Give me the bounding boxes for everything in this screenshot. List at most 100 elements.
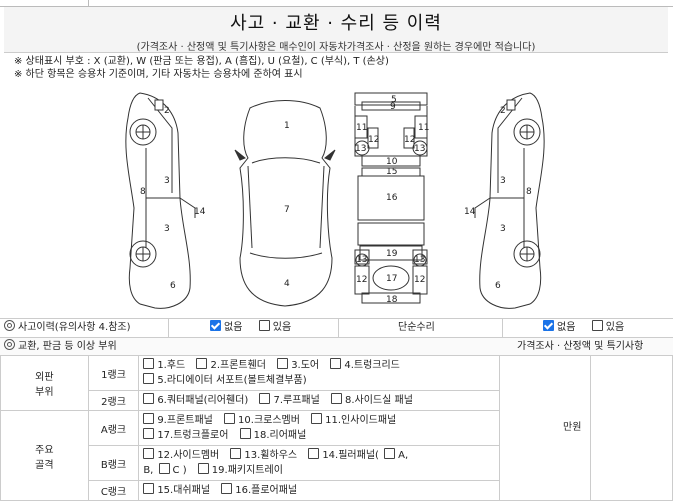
diagram-label-14-right: 14 [464, 207, 476, 217]
front-panel-checkbox[interactable] [143, 413, 155, 424]
diagram-label-8-right: 8 [526, 187, 532, 197]
diagram-label-11-right: 11 [418, 123, 429, 133]
wheel-house-checkbox[interactable] [230, 448, 242, 459]
accident-label-wrap: 사고이력(유의사항 4.참조) [4, 319, 131, 337]
group-outer: 외판 부위 [0, 355, 89, 411]
rank-a-items: 9.프론트패널 10.크로스멤버 11.인사이드패널 17.트렁크플로어 18.… [138, 410, 500, 446]
note-vehicle-basis: ※ 하단 항목은 승용차 기준이며, 기타 자동차는 승용차에 준하여 표시 [14, 69, 303, 80]
page-title: 사고 · 교환 · 수리 등 이력 [230, 13, 442, 34]
accident-none-checkbox[interactable] [210, 320, 221, 331]
pillar-c-checkbox[interactable] [158, 463, 170, 474]
pillar-a-checkbox[interactable] [384, 448, 396, 459]
front-panel-label: 9.프론트패널 [157, 415, 213, 426]
side-sill-checkbox[interactable] [330, 393, 342, 404]
legend-notes: ※ 상태표시 부호 : X (교환), W (판금 또는 용접), A (흠집)… [14, 55, 389, 81]
simple-repair-none-label: 없음 [557, 322, 576, 333]
inside-panel-label: 11.인사이드패널 [325, 415, 397, 426]
rank-a: A랭크 [87, 410, 140, 446]
diagram-label-15: 15 [386, 167, 397, 177]
diagram-label-5: 5 [391, 95, 397, 105]
rank-c-items: 15.대쉬패널 16.플로어패널 [138, 480, 500, 501]
dash-panel-label: 15.대쉬패널 [157, 485, 211, 496]
rear-panel-checkbox[interactable] [239, 428, 251, 439]
diagram-label-14: 14 [194, 207, 206, 217]
diagram-label-3: 3 [164, 176, 170, 186]
pillar-panel-label: 14.필러패널( [322, 450, 379, 461]
package-tray-checkbox[interactable] [197, 463, 209, 474]
diagram-label-6: 6 [170, 281, 176, 291]
gear-icon [4, 320, 15, 331]
diagram-label-13-lower-left: 13 [356, 255, 367, 265]
right-side-view [474, 92, 545, 309]
simple-repair-exists-checkbox[interactable] [591, 320, 603, 331]
diagram-label-4: 4 [284, 279, 290, 289]
diagram-label-8: 8 [140, 187, 146, 197]
floor-panel-checkbox[interactable] [221, 483, 233, 494]
door-checkbox[interactable] [277, 358, 289, 369]
diagram-label-7: 7 [284, 205, 290, 215]
diagram-label-9: 9 [390, 102, 396, 112]
quarter-panel-label: 6.쿼터패널(리어휀더) [157, 395, 249, 406]
diagram-label-10: 10 [386, 157, 398, 167]
diagram-label-3-right: 3 [500, 176, 506, 186]
accident-history-row: 사고이력(유의사항 4.참조) 없음 있음 단순수리 없음 있음 [0, 318, 673, 337]
simple-repair-exists-label: 있음 [605, 322, 625, 333]
trunk-floor-checkbox[interactable] [143, 428, 155, 439]
rank-c: C랭크 [87, 480, 140, 501]
cross-member-checkbox[interactable] [224, 413, 236, 424]
damage-parts-table: 외판 부위 1랭크 1.후드 2.프론트휀더 3.도어 4.트렁크리드 5.라디… [0, 355, 673, 501]
diagram-label-3b: 3 [164, 224, 170, 234]
section-header-row: 교환, 판금 등 이상 부위 가격조사 · 산정액 및 특기사항 [0, 337, 673, 356]
diagram-label-3b-right: 3 [500, 224, 506, 234]
price-unit-cell [498, 355, 592, 501]
trunk-lid-checkbox[interactable] [330, 358, 342, 369]
top-border [0, 0, 673, 7]
diagram-label-1: 1 [284, 121, 290, 131]
side-member-checkbox[interactable] [143, 448, 155, 459]
front-fender-checkbox[interactable] [196, 358, 208, 369]
diagram-label-2: 2 [164, 106, 170, 116]
hood-label: 1.후드 [157, 360, 186, 371]
group-main: 주요 골격 [0, 410, 89, 501]
radiator-support-checkbox[interactable] [143, 373, 155, 384]
rank-b-items: 12.사이드멤버 13.휠하우스 14.필러패널( A, B, C ) 19.패… [138, 445, 500, 481]
dash-panel-checkbox[interactable] [143, 483, 155, 494]
inside-panel-checkbox[interactable] [311, 413, 323, 424]
title-box: 사고 · 교환 · 수리 등 이력 (가격조사 · 산정액 및 특기사항은 매수… [4, 7, 668, 53]
roof-panel-checkbox[interactable] [259, 393, 271, 404]
price-unit-value [590, 355, 673, 501]
diagram-label-19: 19 [386, 249, 398, 259]
diagram-label-2-right: 2 [500, 106, 506, 116]
unit-label: 만원 [563, 422, 582, 433]
trunk-floor-label: 17.트렁크플로어 [157, 430, 229, 441]
package-tray-label: 19.패키지트레이 [211, 465, 283, 476]
wheel-house-label: 13.휠하우스 [244, 450, 298, 461]
section-label: 교환, 판금 등 이상 부위 [18, 341, 117, 352]
rank-b: B랭크 [87, 445, 140, 481]
rear-panel-label: 18.리어패널 [253, 430, 307, 441]
section-right-label: 가격조사 · 산정액 및 특기사항 [517, 341, 644, 352]
diagram-label-12-lower-left: 12 [356, 275, 367, 285]
floor-panel-label: 16.플로어패널 [235, 485, 298, 496]
diagram-label-12-left: 12 [368, 135, 379, 145]
pillar-b-label: B, [143, 465, 154, 476]
accident-exists-checkbox[interactable] [258, 320, 270, 331]
diagram-label-16: 16 [386, 193, 398, 203]
simple-repair-none-checkbox[interactable] [543, 320, 554, 331]
accident-label: 사고이력(유의사항 4.참조) [18, 322, 131, 333]
hood-checkbox[interactable] [143, 358, 155, 369]
note-status-codes: ※ 상태표시 부호 : X (교환), W (판금 또는 용접), A (흠집)… [14, 56, 389, 67]
diagram-label-13-right: 13 [414, 144, 425, 154]
trunk-lid-label: 4.트렁크리드 [344, 360, 400, 371]
rank-1: 1랭크 [87, 355, 140, 391]
diagram-label-18: 18 [386, 295, 398, 305]
frame-view [354, 92, 428, 304]
quarter-panel-checkbox[interactable] [143, 393, 155, 404]
pillar-panel-checkbox[interactable] [308, 448, 320, 459]
car-damage-diagram: 2 3 3 8 14 6 1 7 4 5 9 11 11 12 12 13 13… [125, 92, 545, 309]
radiator-support-label: 5.라디에이터 서포트(볼트체결부품) [157, 375, 307, 386]
front-fender-label: 2.프론트휀더 [210, 360, 266, 371]
accident-options: 없음 있음 [210, 319, 291, 337]
diagram-label-17: 17 [386, 274, 397, 284]
side-member-label: 12.사이드멤버 [157, 450, 220, 461]
